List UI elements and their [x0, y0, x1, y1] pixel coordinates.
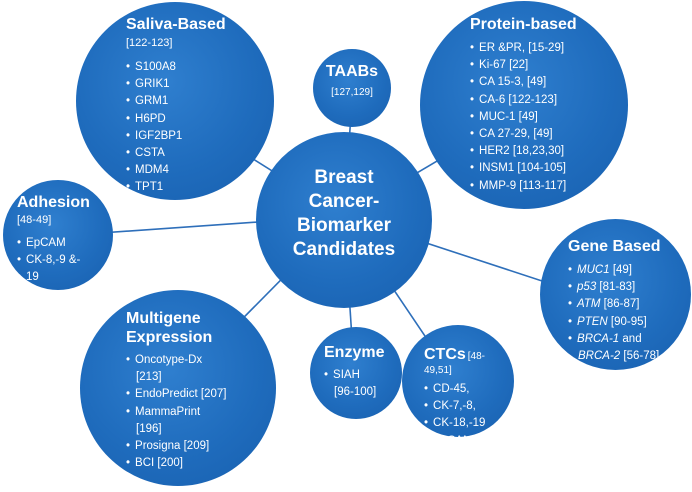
- list-item: p53 [81-83]: [568, 279, 660, 296]
- multigene-title-line-1: Multigene: [126, 310, 201, 327]
- gene-name: BRCA-1: [577, 332, 620, 345]
- list-item: TPT1: [126, 179, 226, 196]
- list-item-continuation: [196]: [136, 422, 162, 435]
- central-node: Breast Cancer- Biomarker Candidates: [256, 132, 432, 308]
- saliva-title: Saliva-Based: [126, 16, 226, 33]
- list-item: 19: [17, 269, 90, 286]
- protein-based-node: Protein-based ER &PR, [15-29] Ki-67 [22]…: [420, 1, 628, 209]
- gene-name: p53: [577, 281, 597, 294]
- ctcs-refs: [48-: [467, 351, 486, 362]
- ctcs-node: CTCs[48- 49,51] CD-45, CK-7,-8, CK-18,-1…: [402, 325, 514, 447]
- gene-refs: [81-83]: [596, 281, 636, 294]
- list-item-continuation: 19: [26, 271, 39, 284]
- list-item: CK-8,-9 &-: [17, 252, 90, 269]
- multigene-expression-node: Multigene Expression Oncotype-Dx [213] E…: [80, 290, 276, 486]
- list-item: BRCA-1 and: [568, 331, 660, 348]
- center-title-line-3: Biomarker: [297, 215, 391, 236]
- taabs-refs: [127,129]: [331, 87, 373, 98]
- list-item: HER2 [18,23,30]: [470, 143, 577, 160]
- list-item: IGF2BP1: [126, 128, 226, 145]
- list-item: Ki-67 [22]: [470, 57, 577, 74]
- list-item: S100A8: [126, 59, 226, 76]
- list-item: MUC-1 [49]: [470, 109, 577, 126]
- taabs-title: TAABs: [325, 63, 379, 80]
- list-item: EpCAM: [424, 433, 485, 450]
- list-item: CD-45,: [424, 381, 485, 398]
- protein-title: Protein-based: [470, 16, 577, 33]
- ctcs-refs-continued: 49,51]: [424, 365, 452, 376]
- adhesion-title: Adhesion: [17, 194, 90, 211]
- list-item: GRIK1: [126, 76, 226, 93]
- enzyme-title: Enzyme: [324, 344, 385, 361]
- list-item: GRM1: [126, 93, 226, 110]
- adhesion-node: Adhesion [48-49] EpCAM CK-8,-9 &- 19: [3, 180, 113, 290]
- list-item: ER &PR, [15-29]: [470, 40, 577, 57]
- gene-refs: [49]: [609, 264, 633, 276]
- gene-name: BRCA-2: [578, 350, 621, 363]
- ctcs-title: CTCs: [424, 346, 466, 363]
- list-item: MMP-9 [113-117]: [470, 178, 577, 195]
- list-item: H6PD: [126, 111, 226, 128]
- center-title-line-4: Candidates: [292, 239, 396, 260]
- list-item: CA 27-29, [49]: [470, 126, 577, 143]
- list-item-continuation: [213]: [136, 371, 162, 384]
- list-item: MammaPrint: [126, 404, 226, 421]
- gene-title: Gene Based: [568, 238, 661, 255]
- saliva-based-node: Saliva-Based [122-123] S100A8 GRIK1 GRM1…: [76, 2, 274, 200]
- list-item: INSM1 [104-105]: [470, 160, 577, 177]
- center-title-line-1: Breast: [314, 167, 374, 188]
- list-item: CK-18,-19: [424, 415, 485, 432]
- list-item: EpCAM: [17, 235, 90, 252]
- list-item: Prosigna [209]: [126, 438, 226, 455]
- list-item: PTEN [90-95]: [568, 314, 660, 331]
- gene-name: ATM: [577, 298, 601, 311]
- gene-name: MUC1: [577, 264, 610, 276]
- adhesion-refs: [48-49]: [17, 214, 52, 226]
- gene-refs: [56-78]: [620, 350, 660, 363]
- gene-refs: [86-87]: [600, 298, 640, 311]
- list-item-continuation: BRCA-2 [56-78]: [568, 348, 660, 365]
- gene-based-node: Gene Based MUC1 [49] p53 [81-83] ATM [86…: [540, 219, 691, 370]
- saliva-refs: [122-123]: [126, 37, 173, 49]
- list-item-continuation: [96-100]: [334, 386, 377, 399]
- list-item: Oncotype-Dx: [126, 352, 226, 369]
- list-item: CK-7,-8,: [424, 398, 485, 415]
- gene-refs: and: [619, 332, 642, 345]
- ctcs-header: CTCs[48-: [424, 345, 485, 364]
- list-item: MDM4: [126, 162, 226, 179]
- center-title-line-2: Cancer-: [308, 191, 380, 212]
- multigene-title-line-2: Expression: [126, 329, 213, 346]
- list-item: EndoPredict [207]: [126, 386, 226, 403]
- list-item: CA 15-3, [49]: [470, 74, 577, 91]
- taabs-node: TAABs [127,129]: [313, 49, 391, 127]
- gene-refs: [90-95]: [607, 315, 647, 328]
- list-item: CSTA: [126, 145, 226, 162]
- list-item: ATM [86-87]: [568, 296, 660, 313]
- list-item: CA-6 [122-123]: [470, 92, 577, 109]
- list-item: BCI [200]: [126, 455, 226, 472]
- gene-name: PTEN: [577, 315, 608, 328]
- list-item: SIAH: [324, 367, 384, 384]
- list-item: MUC1 [49]: [568, 262, 660, 279]
- enzyme-node: Enzyme SIAH [96-100]: [310, 327, 402, 419]
